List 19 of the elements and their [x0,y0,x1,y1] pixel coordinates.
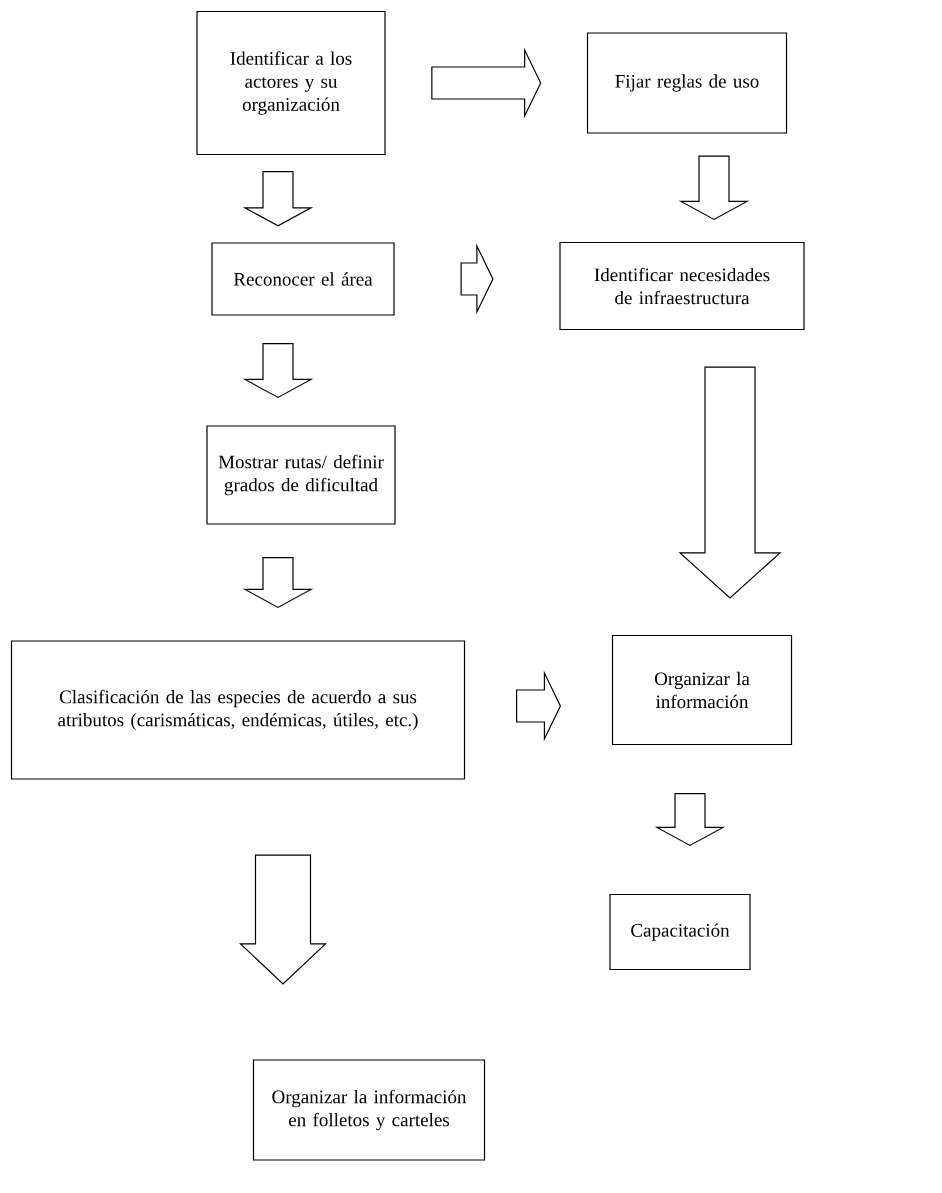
block-arrow [242,343,314,399]
process-box: Mostrar rutas/ definir grados de dificultad [206,425,396,525]
process-box: Clasificación de las especies de acuerdo a sus atributos (carismáticas, endémicas, útiles, etc.) [10,640,466,780]
block-arrow [678,366,782,599]
block-arrow [242,557,314,609]
process-box: Identificar necesidades de infraestructura [559,241,805,331]
block-arrow [654,793,726,847]
block-arrow [239,854,328,985]
block-arrow [678,155,750,221]
process-box: Fijar reglas de uso [586,32,788,134]
block-arrow [242,171,314,227]
block-arrow [431,47,542,119]
block-arrow [516,670,562,742]
process-box: Capacitación [609,893,751,971]
process-box: Reconocer el área [211,242,395,316]
block-arrow [460,243,494,315]
process-box: Organizar la información en folletos y carteles [252,1059,486,1161]
process-box: Identificar a los actores y su organización [196,10,386,156]
process-box: Organizar la información [611,634,793,746]
